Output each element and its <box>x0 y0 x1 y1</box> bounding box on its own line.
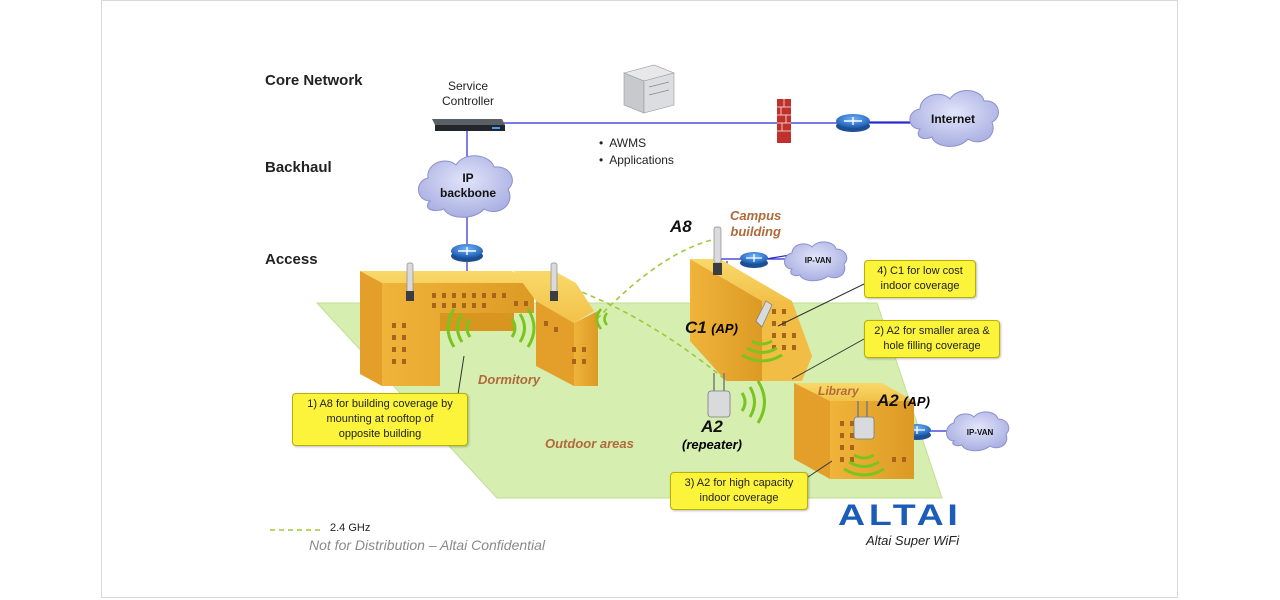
callout-a2-small-line1: 2) A2 for smaller area & <box>874 325 990 337</box>
dormitory-building <box>360 271 598 386</box>
service-controller-label: Service Controller <box>432 79 504 109</box>
layer-core-network: Core Network <box>265 72 363 89</box>
callout-a8-line2: mounting at rooftop of <box>326 413 434 425</box>
campus-building-label: Campus building <box>730 208 781 240</box>
service-controller-line2: Controller <box>441 94 495 108</box>
ip-van-bottom-label: IP-VAN <box>966 428 994 437</box>
layer-backhaul: Backhaul <box>265 159 332 176</box>
router-core <box>836 114 870 132</box>
a2-ap-text: A2 <box>877 391 899 410</box>
callout-a2-high-line1: 3) A2 for high capacity <box>684 477 794 489</box>
ip-van-cloud-bottom <box>946 411 1010 452</box>
altai-tagline: Altai Super WiFi <box>866 533 960 548</box>
ip-backbone-cloud <box>418 155 513 218</box>
altai-logo: ALTAI <box>838 499 962 532</box>
callout-a2-high-capacity: 3) A2 for high capacity indoor coverage <box>670 472 808 510</box>
layer-access: Access <box>265 251 318 268</box>
library-building <box>794 383 914 479</box>
c1-wifi-signal <box>741 339 783 363</box>
callout-a2-high-line2: indoor coverage <box>699 492 779 504</box>
a8-label: A8 <box>670 217 692 236</box>
server-bullet-awms-text: AWMS <box>609 136 647 150</box>
service-controller-device <box>432 119 505 131</box>
callout-c1: 4) C1 for low cost indoor coverage <box>864 260 976 298</box>
ip-van-cloud-top <box>784 241 848 282</box>
a8-antenna-dormitory-right <box>550 262 558 301</box>
callout-a2-small-line2: hole filling coverage <box>883 340 981 352</box>
library-label: Library <box>818 384 859 398</box>
a2-ap-label: A2 (AP) <box>877 391 930 411</box>
a8-antenna-dormitory-left <box>406 262 414 301</box>
router-campus <box>740 252 768 268</box>
a2-ap-sub: (AP) <box>903 394 930 409</box>
router-backhaul <box>451 244 483 262</box>
a2-access-point <box>853 401 875 440</box>
diagram-slide: Core Network Backhaul Access Service Con… <box>101 0 1178 598</box>
campus-line2: building <box>730 224 781 239</box>
a8-antenna-campus <box>713 226 722 275</box>
a2-repeater <box>707 373 731 418</box>
c1-label: C1 (AP) <box>685 318 738 338</box>
c1-access-point <box>755 300 773 328</box>
a2-ap-wifi-signal <box>843 453 885 477</box>
server-bullet-awms: • AWMS <box>599 136 647 150</box>
outdoor-areas-label: Outdoor areas <box>545 436 634 451</box>
ip-backbone-line1: IP <box>462 171 474 185</box>
service-controller-line1: Service <box>447 79 488 93</box>
server-bullet-applications: • Applications <box>599 153 674 167</box>
server-icon <box>623 64 675 114</box>
dormitory-label: Dormitory <box>478 372 541 387</box>
internet-label: Internet <box>930 112 975 126</box>
firewall-icon <box>777 99 791 143</box>
ip-backbone-label: IP backbone <box>428 171 508 201</box>
c1-label-text: C1 <box>685 318 707 337</box>
internet-cloud <box>909 90 999 147</box>
callout-a8-line1: 1) A8 for building coverage by <box>307 398 453 410</box>
callout-a2-small-area: 2) A2 for smaller area & hole filling co… <box>864 320 1000 358</box>
a2-repeater-wifi-signal <box>740 380 766 424</box>
ip-van-top-label: IP-VAN <box>804 256 832 265</box>
dormitory-wifi-signal <box>446 308 609 348</box>
callout-a8: 1) A8 for building coverage by mounting … <box>292 393 468 446</box>
diagram-canvas <box>270 64 1010 531</box>
ip-backbone-line2: backbone <box>439 186 496 200</box>
callout-c1-line1: 4) C1 for low cost <box>877 265 963 277</box>
campus-line1: Campus <box>730 208 782 223</box>
callout-c1-line2: indoor coverage <box>880 280 960 292</box>
a2-repeater-label: A2 (repeater) <box>682 417 742 452</box>
server-bullets: • AWMS • Applications <box>599 135 674 169</box>
c1-ap-text: (AP) <box>711 321 738 336</box>
a2-repeater-text: A2 <box>701 417 723 436</box>
callout-a8-line3: opposite building <box>338 428 422 440</box>
legend-label: 2.4 GHz <box>330 522 371 534</box>
confidential-notice: Not for Distribution – Altai Confidentia… <box>309 537 546 553</box>
server-bullet-applications-text: Applications <box>609 153 674 167</box>
a2-repeater-sub: (repeater) <box>682 437 742 452</box>
